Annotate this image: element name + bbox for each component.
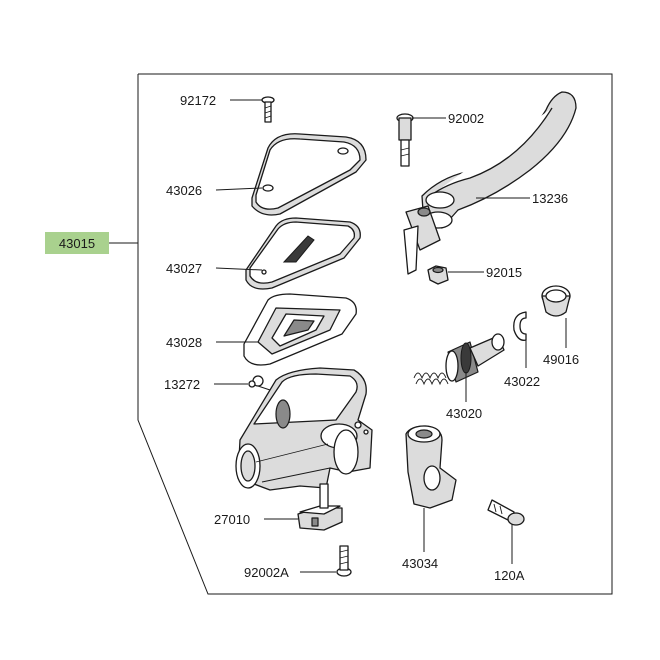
label-switch-screw[interactable]: 92002A — [244, 565, 289, 580]
label-clamp-holder[interactable]: 43034 — [402, 556, 438, 571]
diaphragm-drawing — [243, 293, 357, 366]
label-lever-nut[interactable]: 92015 — [486, 265, 522, 280]
label-diaphragm[interactable]: 43028 — [166, 335, 202, 350]
label-brake-light-switch[interactable]: 27010 — [214, 512, 250, 527]
clamp-bolt-drawing — [487, 499, 525, 526]
lever-pivot-bolt-drawing — [396, 113, 414, 167]
leader-43027 — [215, 267, 263, 271]
assembly-frame — [137, 73, 613, 595]
assembly-number: 43015 — [59, 236, 95, 251]
piston-assembly-drawing — [413, 333, 505, 386]
assembly-label[interactable]: 43015 — [45, 232, 109, 254]
reservoir-cap-screw-drawing — [261, 96, 275, 123]
clamp-holder-drawing — [405, 425, 457, 509]
master-cylinder-body-drawing — [235, 367, 373, 491]
reservoir-cap-drawing — [251, 133, 367, 216]
label-circlip[interactable]: 43022 — [504, 374, 540, 389]
label-piston-assembly[interactable]: 43020 — [446, 406, 482, 421]
dust-boot-drawing — [541, 285, 571, 317]
leader-43026 — [215, 187, 263, 191]
label-reservoir-cap[interactable]: 43026 — [166, 183, 202, 198]
brake-light-switch-drawing — [297, 483, 343, 531]
label-brake-lever[interactable]: 13236 — [532, 191, 568, 206]
switch-screw-drawing — [336, 545, 352, 577]
label-dust-boot[interactable]: 49016 — [543, 352, 579, 367]
diaphragm-plate-drawing — [245, 217, 361, 290]
label-diaphragm-plate[interactable]: 43027 — [166, 261, 202, 276]
assembly-label-highlight — [45, 232, 109, 254]
label-lever-pivot-bolt[interactable]: 92002 — [448, 111, 484, 126]
label-clamp-bolt[interactable]: 120A — [494, 568, 525, 583]
label-bleeder-cap[interactable]: 13272 — [164, 377, 200, 392]
brake-lever-drawing — [403, 91, 577, 275]
circlip-drawing — [513, 311, 527, 341]
lever-nut-drawing — [427, 265, 449, 285]
label-reservoir-cap-screw[interactable]: 92172 — [180, 93, 216, 108]
